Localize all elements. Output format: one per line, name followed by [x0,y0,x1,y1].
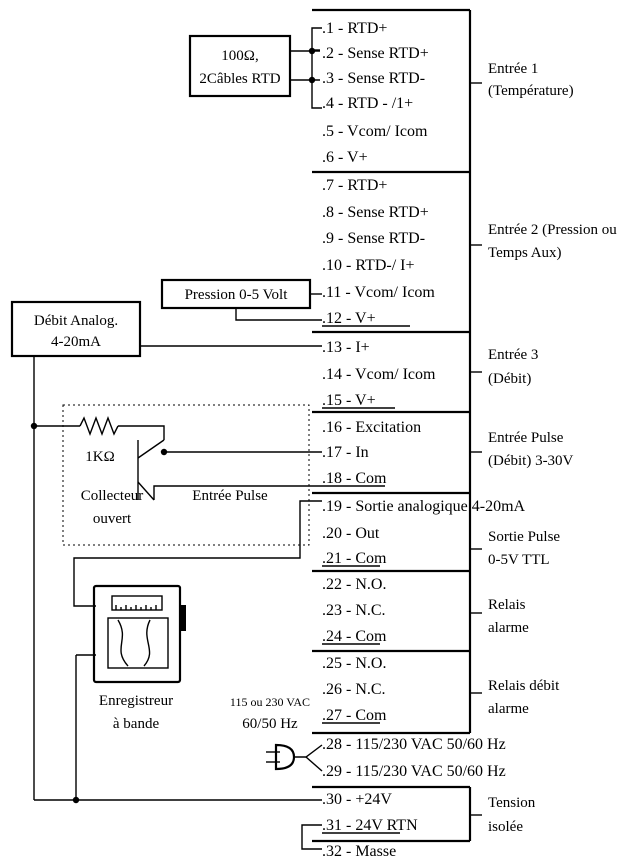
terminal-4: .4 - RTD - /1+ [322,95,413,112]
terminal-27: .27 - Com [322,707,387,724]
group-labels: Entrée 1 (Température) Entrée 2 (Pressio… [488,61,617,835]
group-entree3-line2: (Débit) [488,371,531,387]
group-entree3-line1: Entrée 3 [488,347,538,363]
terminal-15: .15 - V+ [322,392,376,409]
terminal-2: .2 - Sense RTD+ [322,45,429,62]
terminal-16: .16 - Excitation [322,419,421,436]
terminal-25: .25 - N.O. [322,655,386,672]
strip-recorder: Enregistreur à bande [73,500,322,800]
group-entree2-line2: Temps Aux) [488,245,562,261]
terminal-6: .6 - V+ [322,149,368,166]
group-pulse-line1: Entrée Pulse [488,430,564,446]
power-source: 115 ou 230 VAC 60/50 Hz [230,695,323,772]
terminal-23: .23 - N.C. [322,602,386,619]
power-line2: 60/50 Hz [242,716,298,732]
terminal-30: .30 - +24V [322,791,392,808]
terminal-14: .14 - Vcom/ Icom [322,366,436,383]
group-relais-debit-line1: Relais débit [488,678,560,694]
terminal-31: .31 - 24V RTN [322,817,418,834]
group-ticks [470,82,482,816]
terminal-19: .19 - Sortie analogique 4-20mA [322,498,526,515]
terminal-7: .7 - RTD+ [322,177,387,194]
group-sortie-pulse-line2: 0-5V TTL [488,552,550,568]
collecteur-line1: Collecteur [81,488,143,504]
rtd-box-line1: 100Ω, [221,48,258,64]
terminal-29: .29 - 115/230 VAC 50/60 Hz [322,763,506,780]
group-relais-line1: Relais [488,597,526,613]
terminal-13: .13 - I+ [322,339,370,356]
rtd-device: 100Ω, 2Câbles RTD [188,27,322,109]
terminal-5: .5 - Vcom/ Icom [322,123,428,140]
collecteur-line2: ouvert [93,511,132,527]
terminal-8: .8 - Sense RTD+ [322,204,429,221]
terminal-10: .10 - RTD-/ I+ [322,257,415,274]
terminal-24: .24 - Com [322,628,387,645]
terminal-3: .3 - Sense RTD- [322,70,425,87]
group-tension-line2: isolée [488,819,523,835]
terminal-1: .1 - RTD+ [322,20,387,37]
terminal-20: .20 - Out [322,525,380,542]
terminal-17: .17 - In [322,444,369,461]
rtd-box-line2: 2Câbles RTD [199,71,280,87]
terminal-labels: .1 - RTD+ .2 - Sense RTD+ .3 - Sense RTD-.… [322,20,526,860]
group-relais-debit-line2: alarme [488,701,529,717]
resistor-label: 1KΩ [85,449,114,465]
entree-pulse-label: Entrée Pulse [192,488,268,504]
terminal-12: .12 - V+ [322,310,376,327]
pression-device: Pression 0-5 Volt [160,278,322,321]
ground-bracket [301,824,322,850]
recorder-line1: Enregistreur [99,693,173,709]
debit-device: Débit Analog. 4-20mA [10,300,322,804]
group-relais-line2: alarme [488,620,529,636]
group-tension-line1: Tension [488,795,536,811]
group-sortie-pulse-line1: Sortie Pulse [488,529,560,545]
terminal-18: .18 - Com [322,470,387,487]
terminal-28: .28 - 115/230 VAC 50/60 Hz [322,736,506,753]
group-entree1-line2: (Température) [488,83,574,99]
recorder-line2: à bande [113,716,160,732]
group-entree1-line1: Entrée 1 [488,61,538,77]
pulse-input-device: 1KΩ Collecteur ouvert Entrée Pulse [34,404,322,546]
terminal-32: .32 - Masse [322,843,396,860]
terminal-9: .9 - Sense RTD- [322,230,425,247]
terminal-26: .26 - N.C. [322,681,386,698]
terminal-22: .22 - N.O. [322,576,386,593]
terminal-21: .21 - Com [322,550,387,567]
power-line1: 115 ou 230 VAC [230,695,310,709]
debit-box-line2: 4-20mA [51,334,101,350]
pression-box-label: Pression 0-5 Volt [185,287,289,303]
terminal-11: .11 - Vcom/ Icom [322,284,435,301]
group-pulse-line2: (Débit) 3-30V [488,453,574,469]
debit-box-line1: Débit Analog. [34,313,118,329]
group-entree2-line1: Entrée 2 (Pression ou [488,222,617,238]
